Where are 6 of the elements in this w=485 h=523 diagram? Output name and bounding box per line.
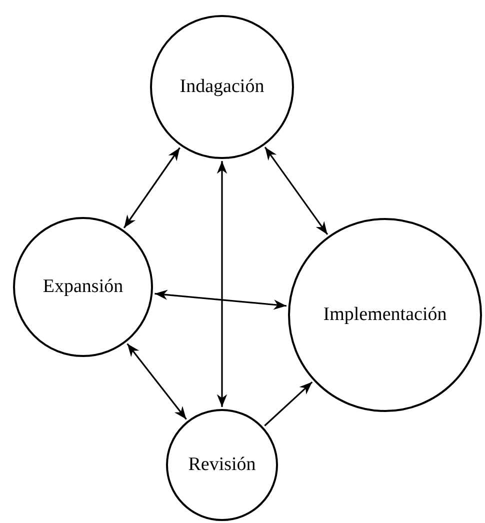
- arrow: [126, 343, 187, 420]
- arrow: [264, 146, 328, 235]
- arrow: [264, 381, 313, 426]
- arrow: [216, 161, 228, 407]
- arrow: [123, 147, 180, 228]
- arrow: [154, 290, 286, 310]
